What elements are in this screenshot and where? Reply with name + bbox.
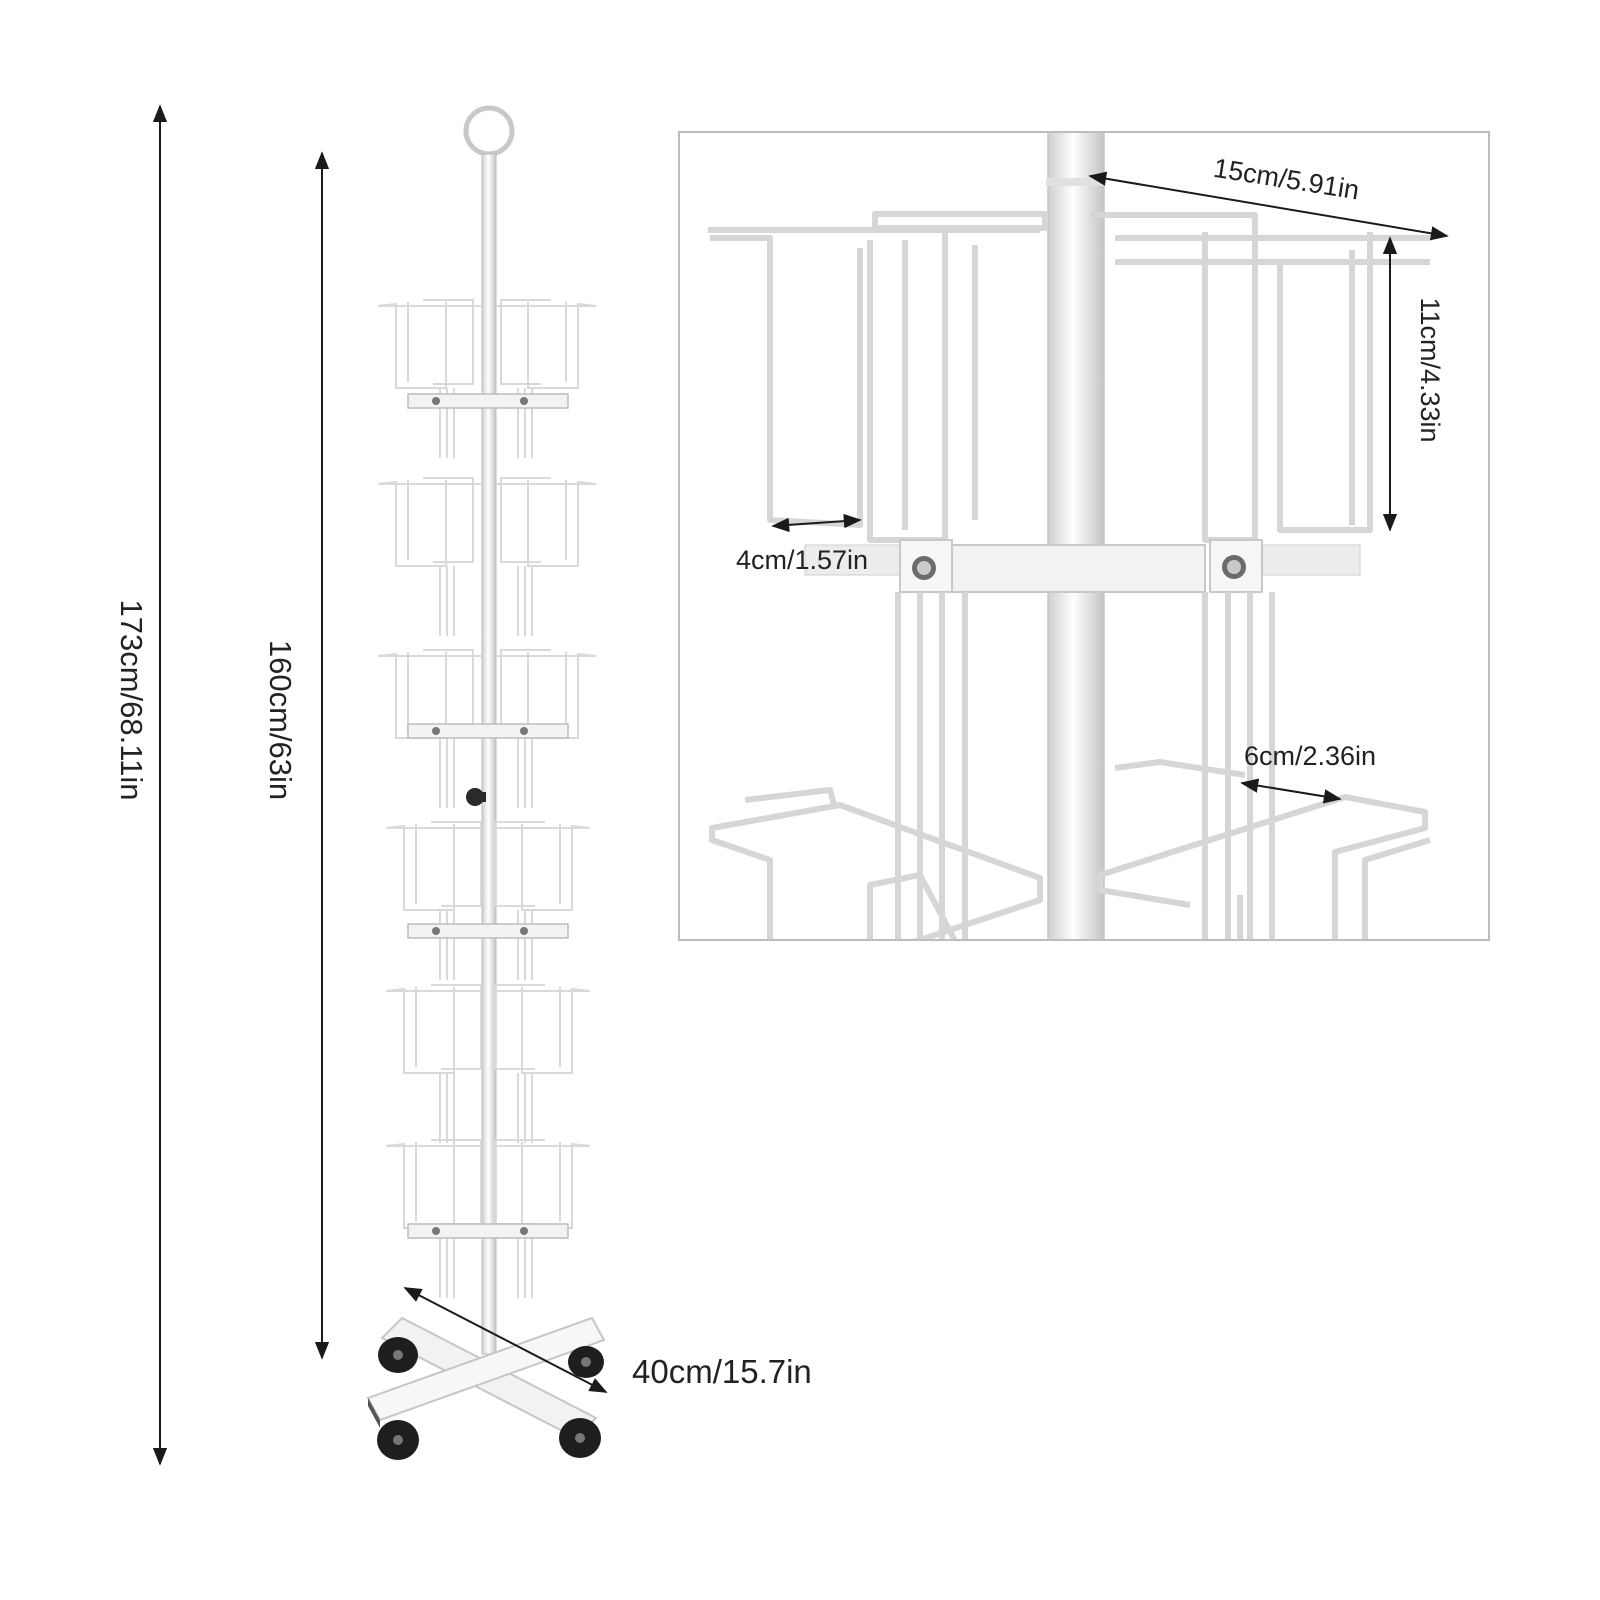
base-width-arrow: [403, 1287, 608, 1393]
collar-screw: [432, 397, 440, 405]
basket-bottom-depth-label: 6cm/2.36in: [1244, 741, 1376, 771]
pole-height-label: 160cm/63in: [263, 640, 298, 800]
top-hanging-ring: [463, 105, 515, 157]
tier-collar: [407, 723, 569, 739]
basket-tier: [385, 821, 591, 980]
screw-left: [912, 556, 936, 580]
basket-depth-arrow: [771, 513, 862, 533]
collar-screw: [520, 397, 528, 405]
basket-tier: [385, 984, 591, 1143]
screw-right: [1222, 555, 1246, 579]
base-width-label: 40cm/15.7in: [632, 1353, 812, 1390]
collar-screw: [520, 927, 528, 935]
collar-screw: [432, 727, 440, 735]
basket-bottom-depth-arrow: [1240, 778, 1342, 804]
basket-depth-label: 4cm/1.57in: [736, 545, 868, 575]
collar-screw: [520, 1227, 528, 1235]
basket-tier: [377, 477, 597, 636]
basket-detail-inset: 15cm/5.91in 11cm/4.33in 4cm/1.57in 6cm/2…: [678, 131, 1490, 941]
collar-screw: [432, 1227, 440, 1235]
center-pole: [481, 153, 497, 1355]
tier-collar: [407, 923, 569, 939]
rotating-rack-full-view: [366, 105, 606, 1460]
basket-height-label: 11cm/4.33in: [1415, 297, 1445, 442]
total-height-label: 173cm/68.11in: [114, 599, 149, 800]
basket-width-arrow: [1088, 171, 1449, 241]
collar-screw: [432, 927, 440, 935]
tier-collar: [407, 1223, 569, 1239]
collar-screw: [520, 727, 528, 735]
tier-collar: [407, 393, 569, 409]
basket-tiers: [377, 299, 597, 1298]
